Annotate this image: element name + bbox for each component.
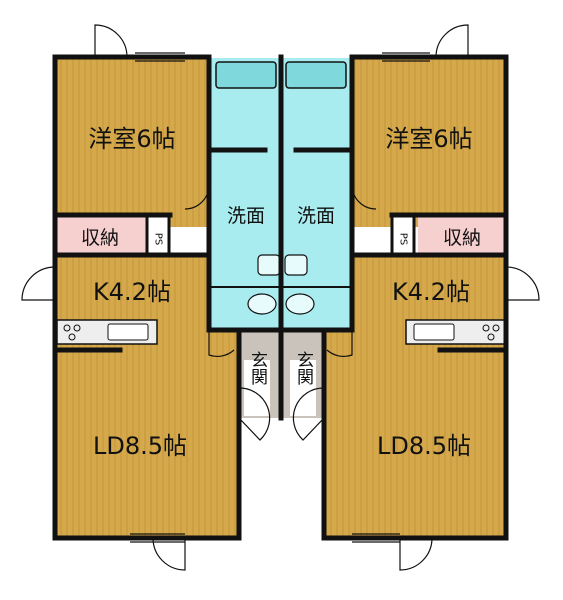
left-kitchen-label: K4.2帖 [93,278,171,306]
left-ld-label: LD8.5帖 [93,432,187,460]
right-kitchen-sink [413,323,455,341]
right-kitchen-label: K4.2帖 [392,278,470,306]
right-storage-label: 収納 [443,227,481,249]
right-genkan-label: 玄関 [293,351,313,385]
walls [52,54,509,541]
right-toilet [285,293,315,315]
right-wash-label: 洗面 [297,205,335,227]
left-toilet [247,293,277,315]
left-kitchen-sink [107,323,149,341]
left-bedroom-label: 洋室6帖 [88,125,175,153]
left-genkan-label: 玄関 [247,351,267,385]
left-ps-label: PS [153,233,164,245]
left-sink [257,254,281,276]
left-wash-label: 洗面 [227,205,265,227]
right-ps-label: PS [398,233,409,245]
right-stove-burner [482,324,490,332]
right-kitchen-floor-ext [324,330,350,350]
right-ld-floor [324,350,506,538]
left-bathtub [215,61,277,89]
right-bedroom-label: 洋室6帖 [385,125,472,153]
left-stove-burner [73,324,81,332]
right-bathtub [285,61,347,89]
windows [130,52,430,543]
right-sink [284,254,308,276]
right-storage-fill [418,215,506,255]
right-ld-label: LD8.5帖 [377,432,471,460]
left-ld-floor [55,350,239,538]
left-genkan-label-bg [244,360,270,416]
left-storage-fill [55,215,147,255]
left-storage-label: 収納 [81,227,119,249]
left-bedroom-floor [55,57,209,227]
doors [21,24,540,571]
right-bedroom-floor [350,57,506,227]
floors [55,57,506,538]
right-stove-burner [487,333,495,341]
right-stove-burner [492,324,500,332]
right-genkan-label-bg [290,360,316,416]
left-stove-burner [68,333,76,341]
left-kitchen-floor-ext [209,330,239,350]
left-stove-burner [63,324,71,332]
